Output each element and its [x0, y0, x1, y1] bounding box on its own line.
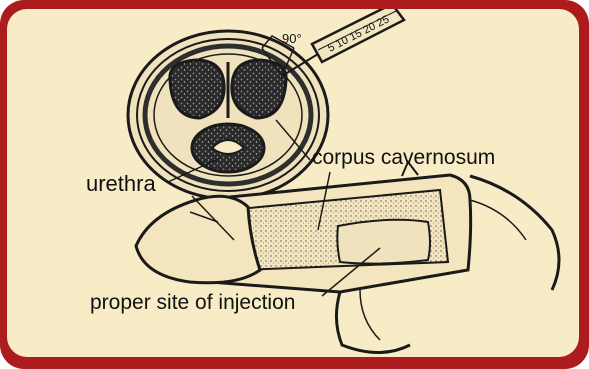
injection-diagram: 5 10 15 20 25 90°: [7, 9, 579, 357]
corpus-cavernosum-left: [170, 60, 224, 118]
angle-label: 90°: [282, 31, 302, 46]
corpus-spongiosum: [192, 124, 264, 172]
label-corpus-cavernosum: corpus cavernosum: [312, 146, 495, 169]
label-urethra: urethra: [86, 171, 156, 196]
glans: [136, 196, 260, 283]
label-proper-site-of-injection: proper site of injection: [90, 291, 295, 314]
cream-panel: 5 10 15 20 25 90°: [7, 9, 579, 357]
corpus-cavernosum-right: [232, 60, 286, 118]
